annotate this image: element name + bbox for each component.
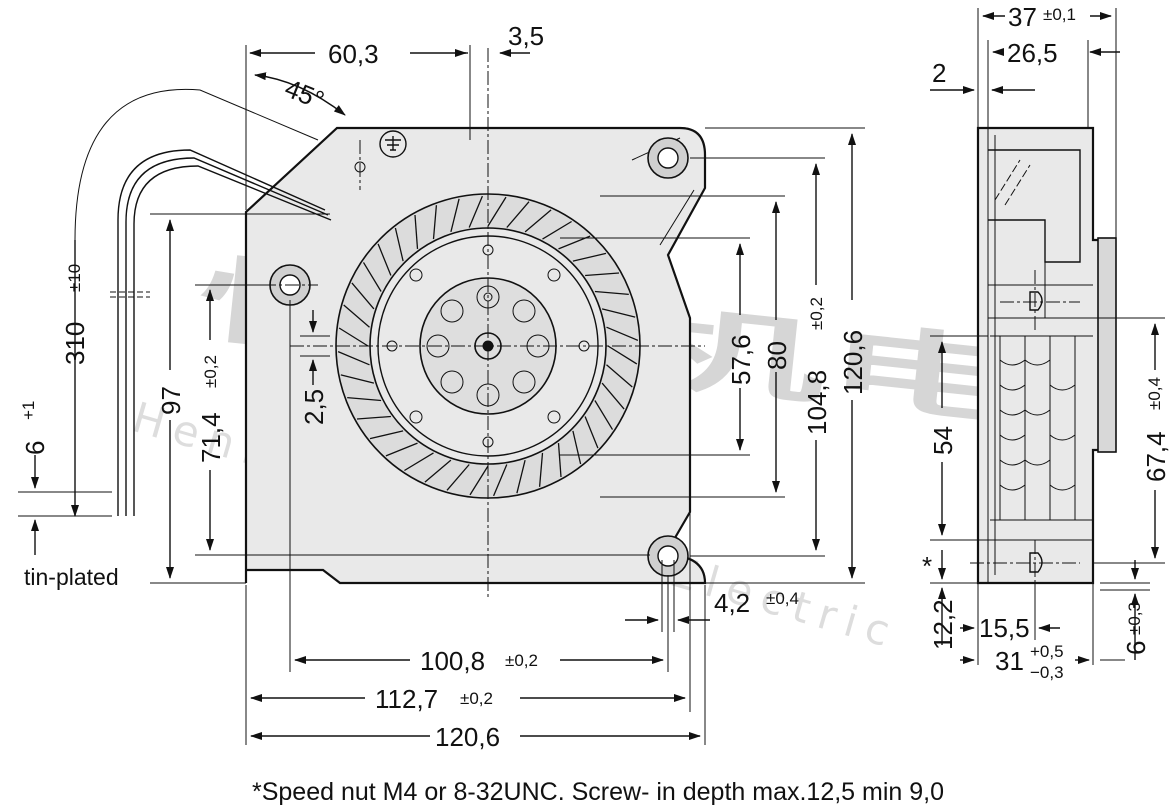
dim-6: 6 [1121,641,1151,655]
dim-112-7-tol: ±0,2 [460,689,493,708]
dim-120-6-vertical: 120,6 [838,330,868,395]
impeller-blade [450,198,460,233]
dim-strip-tol: +1 [19,401,38,420]
front-view: 60,3 3,5 45° 310 ±10 6 +1 tin-plated 97 [18,21,868,752]
impeller-blade [347,396,382,402]
dim-37: 37 [1008,2,1037,32]
impeller-blade [356,415,391,420]
label-tin-plated: tin-plated [24,564,119,590]
impeller-blade [607,345,638,365]
impeller-blade [493,464,508,497]
dim-71-4-tol: ±0,2 [201,355,220,388]
impeller-blade [377,243,392,276]
dim-31-tol-down: −0,3 [1030,663,1064,682]
impeller-blade [572,430,582,465]
dim-54: 54 [928,426,958,455]
impeller-blade [516,459,526,494]
impeller-blade [542,220,572,240]
impeller-blade [469,465,489,496]
dim-112-7: 112,7 [375,684,438,714]
dim-cable-tol: ±10 [65,264,84,292]
dim-strip-6: 6 [20,441,50,455]
dim-57-6: 57,6 [726,334,756,385]
impeller-blade [506,201,530,228]
impeller-blade [594,400,614,430]
impeller-blade [487,196,507,227]
impeller-blade [538,452,544,487]
dim-80: 80 [762,341,792,370]
footnote: *Speed nut M4 or 8-32UNC. Screw- in dept… [252,778,944,806]
dim-104-8: 104,8 [802,370,832,435]
dim-71-4: 71,4 [196,412,226,463]
impeller-blade [601,382,625,410]
side-housing [976,126,1102,585]
impeller-blade [369,430,404,440]
dim-angle-45: 45° [281,73,329,116]
impeller-blade [468,195,483,228]
impeller-blade [385,442,418,457]
impeller-blade [524,209,552,233]
dim-31: 31 [995,646,1024,676]
impeller-blade [394,227,404,262]
dim-60-3: 60,3 [328,39,379,69]
impeller-blade [432,205,438,240]
impeller-blade [338,327,369,347]
impeller [337,195,639,497]
dim-2: 2 [932,58,946,88]
impeller-blade [362,262,382,292]
impeller-blade [351,282,375,310]
impeller-blade [446,464,470,491]
mounting-hole-br [647,535,689,577]
dim-15-5: 15,5 [979,613,1030,643]
impeller-blade [337,351,370,366]
dim-31-tol-up: +0,5 [1030,642,1064,661]
dim-12-2: 12,2 [928,599,958,650]
impeller-blade [601,308,636,318]
dim-4-2-tol: ±0,4 [766,589,799,608]
mounting-hole-tr [647,137,689,179]
impeller-blade [572,252,607,262]
dim-100-8: 100,8 [420,646,485,676]
dim-26-5: 26,5 [1007,38,1058,68]
outlet-vanes [990,335,1093,521]
impeller-blade [340,374,375,384]
impeller-blade [414,214,419,249]
impeller-blade [584,416,599,449]
dim-100-8-tol: ±0,2 [505,651,538,670]
impeller-blade [606,364,633,388]
dim-cable-310: 310 [60,322,90,365]
dim-67-4: 67,4 [1141,431,1171,482]
dim-6-tol: ±0,3 [1125,602,1144,635]
dim-120-6-horizontal: 120,6 [435,722,500,752]
impeller-blade [585,272,620,277]
footnote-marker: * [922,551,932,581]
impeller-blade [606,326,639,341]
cable [74,88,332,516]
dim-3-5: 3,5 [508,21,544,51]
ground-icon [379,130,407,158]
side-view: 37 ±0,1 26,5 2 54 67,4 ±0,4 * [922,2,1171,682]
side-dimensions: 37 ±0,1 26,5 2 54 67,4 ±0,4 * [922,2,1171,682]
motor-bump [1097,237,1117,453]
impeller-blade [557,443,562,478]
impeller-blade [594,290,629,296]
dim-67-4-tol: ±0,4 [1145,377,1164,410]
impeller-blade [343,304,370,328]
dim-4-2: 4,2 [714,588,750,618]
impeller-blade [424,459,452,483]
front-dimensions: 60,3 3,5 45° 310 ±10 6 +1 tin-plated 97 [18,21,868,752]
dim-2-5: 2,5 [299,389,329,425]
dim-37-tol: ±0,1 [1043,5,1076,24]
impeller-blade [404,452,434,472]
dim-97: 97 [156,386,186,415]
dim-104-8-tol: ±0,2 [807,297,826,330]
